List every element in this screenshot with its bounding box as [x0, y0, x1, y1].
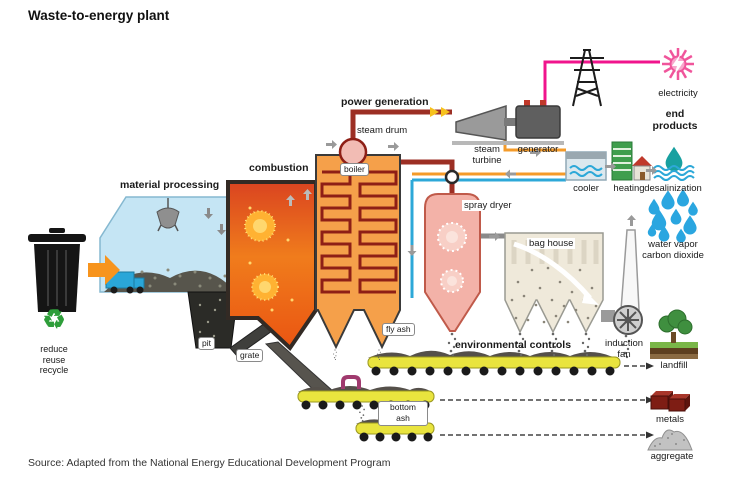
- cooler-icon: [565, 151, 607, 181]
- label-spray-dryer: spray dryer: [462, 200, 514, 212]
- label-grate: grate: [236, 349, 264, 363]
- bag-house-vessel: [504, 232, 604, 334]
- fly-ash-conveyor: [367, 350, 621, 376]
- generator-shape: [515, 100, 561, 139]
- label-induction-fan: induction fan: [604, 338, 644, 361]
- aggregate-pile-icon: [647, 429, 693, 451]
- output-arrows: [440, 365, 645, 436]
- heating-icon: [611, 141, 652, 181]
- turbine-platform: [452, 141, 564, 145]
- section-label-environmental-controls: environmental controls: [454, 339, 572, 351]
- section-label-end-products: end products: [652, 108, 698, 133]
- magnet-separator-icon: [341, 375, 361, 389]
- section-label-power-generation: power generation: [341, 96, 429, 108]
- label-desalinization: desalinization: [644, 183, 702, 194]
- turbine-shaft: [504, 118, 516, 126]
- trash-can-icon: [28, 228, 86, 312]
- section-label-combustion: combustion: [249, 162, 309, 174]
- label-fly-ash: fly ash: [382, 323, 415, 337]
- pump-valve: [444, 169, 460, 185]
- boiler-vessel: [315, 137, 401, 350]
- source-note: Source: Adapted from the National Energy…: [28, 457, 391, 469]
- recycle-icon: ♻: [42, 304, 66, 334]
- label-heating: heating: [613, 183, 645, 194]
- label-pit: pit: [198, 337, 215, 351]
- material-processing-building: [99, 196, 239, 294]
- page-title: Waste-to-energy plant: [28, 8, 170, 23]
- label-steam-drum: steam drum: [357, 125, 408, 136]
- label-cooler: cooler: [573, 183, 599, 194]
- desalinization-icon: [653, 146, 695, 181]
- turbine-steam-chevrons: [430, 107, 450, 117]
- label-water-vapor: water vapor carbon dioxide: [642, 239, 704, 262]
- transmission-tower-icon: [570, 49, 604, 107]
- label-boiler: boiler: [340, 163, 369, 177]
- label-reduce-reuse-recycle: reduce reuse recycle: [39, 344, 69, 376]
- lightning-bolt-icon: [672, 53, 684, 76]
- fan-duct: [601, 310, 615, 322]
- waste-input-arrow: [88, 255, 120, 285]
- section-label-material-processing: material processing: [120, 179, 220, 191]
- flue-gas-pipe: [400, 159, 455, 196]
- water-vapor-droplets: [647, 189, 698, 243]
- label-electricity: electricity: [658, 88, 698, 99]
- label-bottom-ash: bottom ash: [378, 401, 428, 426]
- metals-icon: [650, 391, 690, 412]
- output-arrowheads: [646, 362, 654, 439]
- flame-swirl-icon: [244, 210, 279, 301]
- label-bag-house: bag house: [527, 238, 576, 250]
- combustion-chamber: [226, 180, 318, 352]
- bag-house-flow-arrow: [513, 241, 592, 300]
- label-metals: metals: [656, 414, 684, 425]
- induction-fan-icon: [613, 305, 643, 335]
- steam-pipe: [350, 109, 452, 146]
- boiler-coils: [320, 170, 398, 294]
- label-steam-turbine: steam turbine: [472, 144, 502, 167]
- spray-dryer-vessel: [424, 193, 481, 332]
- electricity-line: [543, 60, 660, 106]
- landfill-icon: [650, 309, 698, 359]
- label-landfill: landfill: [660, 360, 688, 371]
- label-generator: generator: [517, 144, 559, 155]
- steam-turbine-shape: [455, 104, 507, 141]
- electricity-burst-icon: [662, 48, 694, 80]
- steam-drum-vessel: [338, 137, 368, 167]
- label-aggregate: aggregate: [650, 451, 694, 462]
